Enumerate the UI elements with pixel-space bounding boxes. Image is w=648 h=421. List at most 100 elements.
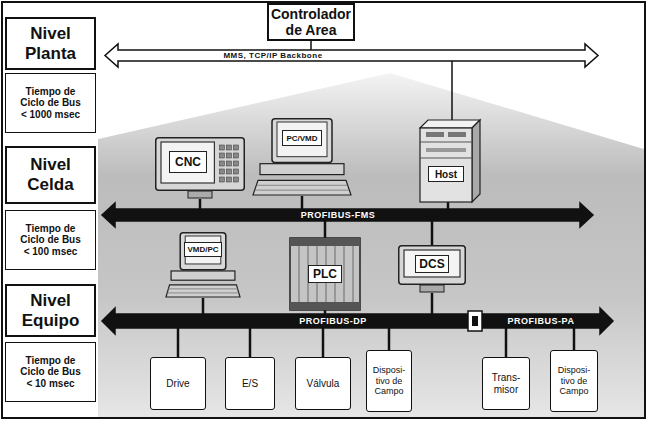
- level-box: Nivel Planta: [5, 17, 96, 70]
- level-box: Nivel Equipo: [5, 284, 96, 337]
- device-label: DCS: [415, 255, 449, 273]
- bus-text: PROFIBUS-DP: [273, 314, 393, 328]
- bus-arrow-shape: [102, 308, 468, 334]
- backbone-arrow-drawing: [118, 50, 585, 61]
- field-device-box: Drive: [150, 357, 206, 410]
- pc-workstation: VMD/PC: [165, 232, 241, 298]
- node-text: Nivel Equipo: [9, 291, 92, 330]
- device-label: PC/VMD: [282, 130, 322, 146]
- text-block: Válvula: [296, 378, 350, 390]
- cabinet-side: [472, 120, 480, 202]
- bus-connection: [573, 328, 576, 350]
- keypad-key: [219, 153, 224, 158]
- keyboard-row: [167, 292, 240, 293]
- bus-arrow-drawing: [115, 314, 468, 328]
- bus-arrow: PROFIBUS-DP: [115, 314, 468, 328]
- plc-rail: [290, 302, 360, 310]
- bus-connection: [324, 221, 327, 238]
- bus-coupler: [468, 311, 482, 331]
- node-text: PLC: [313, 267, 337, 281]
- keyboard: [253, 180, 351, 195]
- keyboard-row: [257, 185, 348, 186]
- text-block: Tiempo de Ciclo de Bus < 100 msec: [15, 223, 87, 258]
- device-label: PLC: [308, 265, 342, 283]
- text-block: Nivel Equipo: [7, 291, 94, 330]
- monitor-case: [156, 138, 245, 191]
- monitor-screen: [404, 250, 460, 277]
- bus-connection: [468, 320, 482, 323]
- text-block: Disposi-tivo de Campo: [367, 365, 411, 396]
- cycle-time-box: Tiempo de Ciclo de Bus < 10 msec: [5, 342, 96, 402]
- bus-connection: [322, 328, 325, 357]
- node-text: Válvula: [307, 378, 340, 390]
- drive-slot: [426, 148, 466, 152]
- cabinet-panel-line: [420, 142, 472, 143]
- field-device-box: Válvula: [295, 357, 351, 410]
- plc-module-slot: [299, 246, 300, 302]
- field-device-box: Trans-misor: [482, 357, 530, 410]
- node-text: Host: [435, 169, 457, 180]
- bus-connection: [199, 199, 202, 209]
- keypad-key: [219, 177, 224, 182]
- level-box: Nivel Celda: [5, 146, 96, 204]
- bus-arrow-shape: [482, 308, 613, 334]
- drive-slot: [448, 132, 466, 137]
- monitor-screen: [277, 122, 327, 157]
- bus-text: PROFIBUS-FMS: [278, 209, 398, 221]
- keypad-key: [233, 145, 238, 150]
- device-label: VMD/PC: [184, 242, 222, 257]
- keypad-key: [226, 145, 231, 150]
- node-text: Nivel Celda: [9, 155, 92, 194]
- keypad-key: [219, 161, 224, 166]
- bus-arrow-shape: [105, 44, 598, 67]
- drive-slot: [426, 132, 444, 137]
- node-text: PROFIBUS-FMS: [301, 210, 376, 220]
- monitor-case: [180, 233, 226, 270]
- node-text: Drive: [166, 378, 189, 390]
- plc-rail: [290, 238, 360, 246]
- bus-connection: [447, 202, 450, 209]
- backbone-arrow: MMS, TCP/IP Backbone: [118, 50, 585, 61]
- field-device-box: E/S: [225, 357, 275, 410]
- cabinet-top: [420, 120, 480, 128]
- keypad-key: [233, 153, 238, 158]
- bus-coupler-core: [472, 316, 478, 326]
- plc-rack: PLC: [290, 238, 360, 310]
- bus-arrow: PROFIBUS-PA: [482, 314, 600, 328]
- keypad-key: [219, 145, 224, 150]
- node-text: Tiempo de Ciclo de Bus < 10 msec: [17, 355, 85, 390]
- node-text: CNC: [175, 155, 201, 169]
- pc-base-unit: [171, 271, 235, 280]
- text-block: Disposi-tivo de Campo: [551, 365, 597, 396]
- keypad-key: [233, 169, 238, 174]
- monitor-screen: [161, 142, 214, 183]
- bus-text: PROFIBUS-PA: [482, 314, 600, 328]
- bus-text: MMS, TCP/IP Backbone: [218, 50, 328, 61]
- dcs-terminal: DCS: [398, 245, 466, 293]
- text-block: Controlador de Area: [269, 6, 353, 38]
- pc-base-unit: [260, 164, 344, 175]
- text-block: Nivel Planta: [7, 24, 94, 63]
- connector-group: [178, 41, 574, 357]
- bus-connection: [177, 328, 180, 357]
- text-block: Tiempo de Ciclo de Bus < 10 msec: [15, 355, 87, 390]
- bus-connection: [249, 328, 252, 357]
- cycle-time-box: Tiempo de Ciclo de Bus < 1000 msec: [5, 73, 96, 133]
- cabinet-front: [420, 128, 472, 202]
- node-text: Disposi-tivo de Campo: [553, 365, 595, 396]
- node-text: DCS: [419, 257, 444, 271]
- cnc-terminal: CNC: [155, 137, 245, 199]
- bus-connection: [310, 41, 312, 50]
- node-text: PC/VMD: [286, 134, 317, 143]
- keypad-key: [233, 161, 238, 166]
- bus-connection: [388, 328, 391, 350]
- keypad-key: [226, 169, 231, 174]
- node-text: E/S: [242, 378, 258, 390]
- bus-connection: [431, 221, 434, 245]
- bus-connection: [301, 196, 304, 209]
- node-text: PROFIBUS-PA: [508, 316, 575, 326]
- node-text: MMS, TCP/IP Backbone: [223, 51, 322, 60]
- node-text: Tiempo de Ciclo de Bus < 100 msec: [17, 223, 85, 258]
